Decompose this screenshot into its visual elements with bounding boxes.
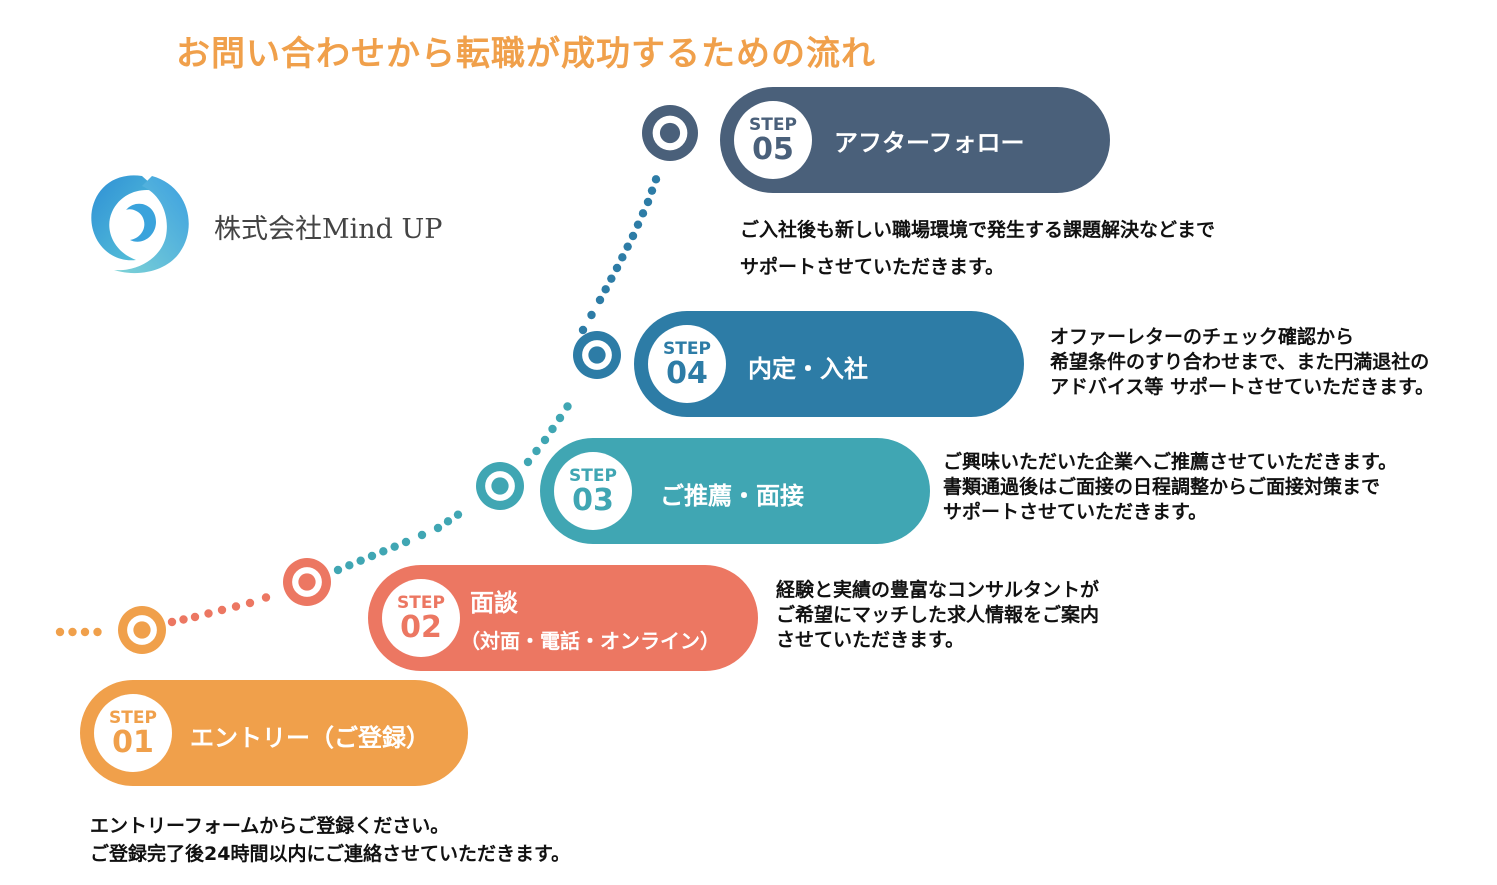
- path-dot: [93, 627, 102, 637]
- step-03-node-center: [491, 477, 509, 495]
- step-03-description: ご興味いただいた企業へご推薦させていただきます。 書類通過後はご面接の日程調整か…: [943, 450, 1397, 525]
- path-dot: [578, 325, 588, 335]
- step-03-desc-line: ご興味いただいた企業へご推薦させていただきます。: [943, 451, 1398, 473]
- path-dot: [647, 186, 657, 195]
- step-05-pill: STEP 05 アフターフォロー: [720, 87, 1110, 193]
- step-03-label: ご推薦・面接: [660, 482, 804, 510]
- swirl-logo-icon: [91, 175, 189, 274]
- step-01-desc-line: エントリーフォームからご登録ください。: [90, 815, 450, 837]
- path-dot: [55, 627, 65, 637]
- company-name: 株式会社Mind UP: [214, 214, 443, 245]
- step-05-node-center: [659, 122, 681, 144]
- step-01-badge: STEP 01: [94, 694, 172, 772]
- path-dot: [401, 537, 411, 547]
- step-05-description: ご入社後も新しい職場環境で発生する課題解決などまで サポートさせていただきます。: [740, 212, 1215, 286]
- step-04-node-center: [588, 346, 606, 364]
- step-01-label: エントリー（ご登録）: [190, 724, 430, 752]
- step-02-desc-line: させていただきます。: [776, 629, 965, 651]
- step-02-sublabel: （対面・電話・オンライン）: [460, 629, 720, 653]
- step-03-number: 03: [572, 483, 614, 518]
- path-dot: [595, 295, 605, 305]
- path-dot: [231, 602, 241, 611]
- path-dot: [345, 561, 354, 570]
- path-dot: [607, 274, 616, 283]
- step-04-description: オファーレターのチェック確認から 希望条件のすり合わせまで、また円満退社の アド…: [1050, 325, 1434, 400]
- path-dot: [612, 263, 622, 273]
- path-dot: [80, 627, 90, 637]
- step-02-number: 02: [400, 610, 442, 645]
- step-04-desc-line: アドバイス等 サポートさせていただきます。: [1050, 376, 1435, 398]
- step-01-pill: STEP 01 エントリー（ご登録）: [80, 680, 468, 786]
- path-dot: [390, 542, 399, 551]
- path-dot: [453, 510, 463, 519]
- step-03-desc-line: サポートさせていただきます。: [943, 501, 1208, 523]
- step-05-badge: STEP 05: [734, 101, 812, 179]
- step-03-desc-line: 書類通過後はご面接の日程調整からご面接対策まで: [943, 476, 1381, 498]
- path-dot: [356, 556, 365, 565]
- step-04-label: 内定・入社: [748, 355, 868, 383]
- step-01-badge-label: STEP: [109, 708, 157, 728]
- step-04-desc-line: 希望条件のすり合わせまで、また円満退社の: [1050, 351, 1430, 373]
- step-01-desc-line: ご登録完了後24時間以内にご連絡させていただきます。: [90, 843, 571, 865]
- path-dot: [245, 598, 255, 608]
- step-04-number: 04: [666, 356, 708, 391]
- step-04-badge: STEP 04: [648, 325, 726, 403]
- path-dot: [618, 253, 627, 262]
- step-05-desc-line: サポートさせていただきます。: [740, 256, 1005, 278]
- path-dot: [548, 424, 557, 434]
- path-dot: [167, 617, 177, 627]
- path-dot: [179, 615, 188, 624]
- path-dot: [651, 175, 661, 184]
- step-02-node-center: [298, 573, 316, 591]
- path-dot: [68, 627, 77, 637]
- path-dot: [523, 457, 533, 467]
- step-02-description: 経験と実績の豊富なコンサルタントが ご希望にマッチした求人情報をご案内 させてい…: [776, 578, 1099, 653]
- path-dot: [433, 523, 443, 533]
- step-05-number: 05: [752, 132, 794, 167]
- path-dot: [190, 612, 200, 622]
- page-title: お問い合わせから転職が成功するための流れ: [176, 34, 876, 74]
- step-03-pill: STEP 03 ご推薦・面接: [540, 438, 930, 544]
- step-02-badge: STEP 02: [382, 579, 460, 657]
- step-04-desc-line: オファーレターのチェック確認から: [1050, 326, 1355, 348]
- path-dot: [443, 517, 453, 526]
- step-01-node-center: [133, 621, 151, 639]
- path-dot: [540, 435, 550, 445]
- step-03-badge-label: STEP: [569, 466, 617, 486]
- path-dot: [587, 310, 596, 320]
- path-dot: [333, 565, 343, 575]
- path-dot: [417, 530, 427, 540]
- step-05-desc-line: ご入社後も新しい職場環境で発生する課題解決などまで: [740, 219, 1216, 241]
- step-02-badge-label: STEP: [397, 593, 445, 613]
- step-04-badge-label: STEP: [663, 339, 711, 359]
- step-01-number: 01: [112, 725, 154, 760]
- path-dot: [628, 231, 638, 241]
- step-05-label: アフターフォロー: [834, 129, 1025, 157]
- path-dot: [638, 209, 648, 218]
- step-05-badge-label: STEP: [749, 115, 797, 135]
- step-01-description: エントリーフォームからご登録ください。 ご登録完了後24時間以内にご連絡させてい…: [90, 812, 570, 868]
- step-04-pill: STEP 04 内定・入社: [634, 311, 1024, 417]
- step-02-desc-line: ご希望にマッチした求人情報をご案内: [776, 604, 1100, 626]
- path-dot: [601, 285, 610, 294]
- step-02-label: 面談: [470, 589, 518, 617]
- path-dot: [204, 609, 213, 618]
- path-dot: [261, 593, 271, 602]
- path-dot: [367, 551, 377, 561]
- path-dot: [623, 242, 632, 251]
- path-dot: [532, 446, 541, 456]
- path-dot: [633, 220, 643, 229]
- step-03-badge: STEP 03: [554, 452, 632, 530]
- path-dot: [555, 413, 565, 423]
- path-dot: [643, 197, 653, 207]
- step-02-desc-line: 経験と実績の豊富なコンサルタントが: [776, 579, 1100, 601]
- path-dot: [563, 402, 572, 411]
- path-dot: [379, 547, 388, 556]
- step-02-pill: STEP 02 面談 （対面・電話・オンライン）: [368, 565, 758, 671]
- path-dot: [217, 605, 227, 615]
